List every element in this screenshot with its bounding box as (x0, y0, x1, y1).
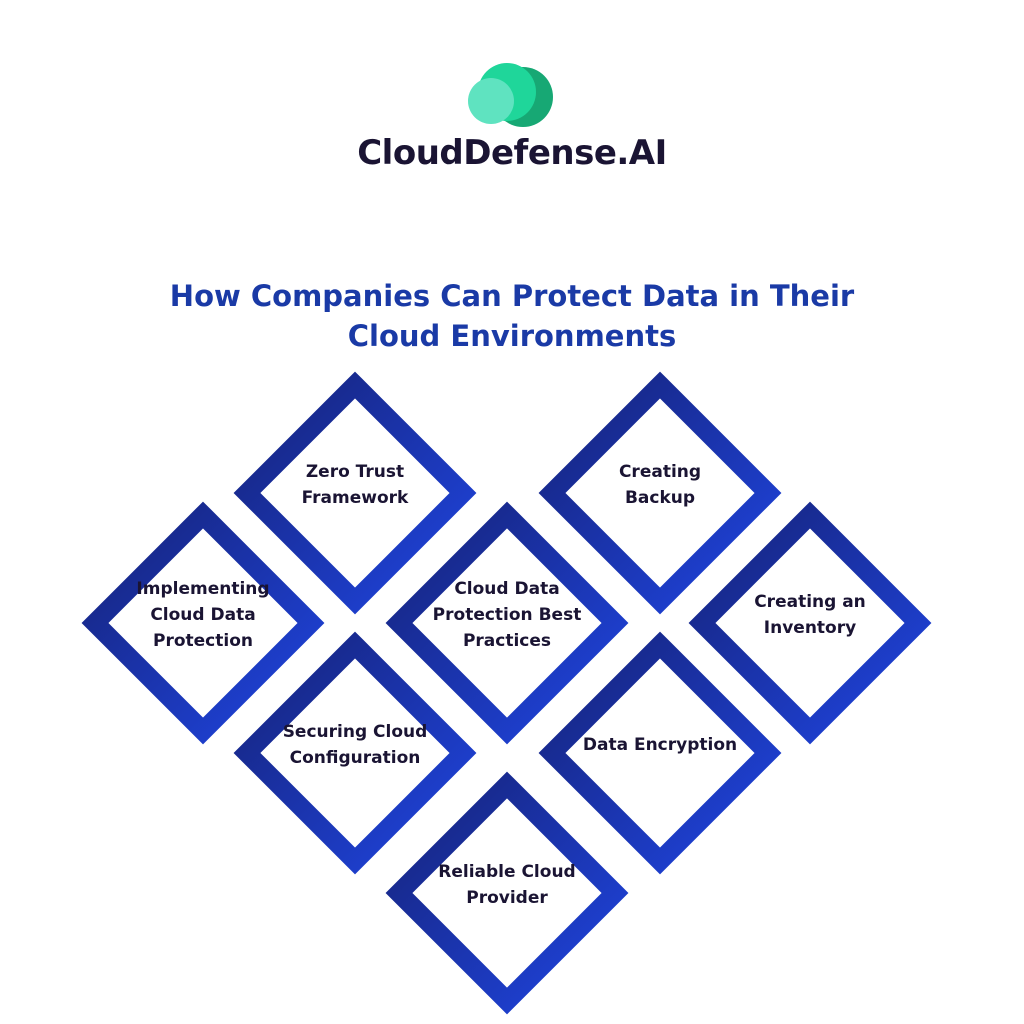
diamond-securing-config (233, 631, 477, 875)
diamond-reliable-provider (385, 771, 629, 1015)
diamond-encryption (538, 631, 782, 875)
page-title: How Companies Can Protect Data in Their … (0, 276, 1024, 356)
diamond-zero-trust (233, 371, 477, 615)
logo-icon (468, 63, 553, 127)
brand-logo-text: CloudDefense.AI (357, 133, 667, 173)
diamond-implementing (81, 501, 325, 745)
diamond-inventory (688, 501, 932, 745)
title-line-1: How Companies Can Protect Data in Their (169, 279, 855, 313)
label-encryption: Data Encryption (582, 735, 738, 755)
title-line-2: Cloud Environments (347, 319, 677, 353)
diamond-best-practices (385, 501, 629, 745)
diamond-creating-backup (538, 371, 782, 615)
